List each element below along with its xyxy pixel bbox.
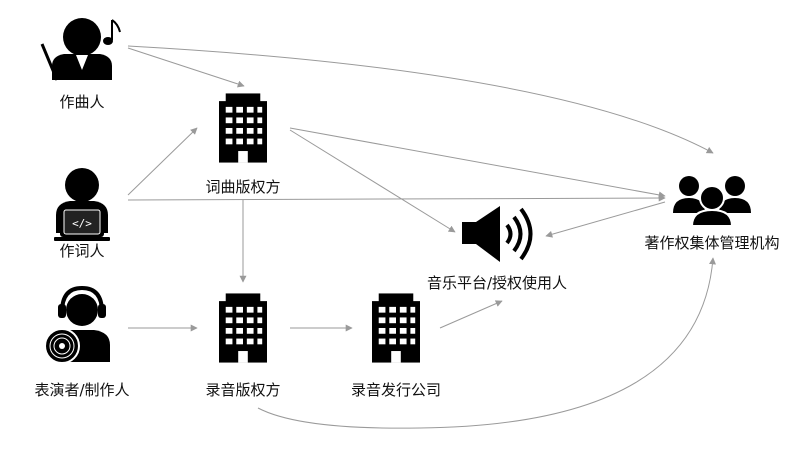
arrow-composer-to-collective-org [127,45,714,154]
arrow-lyrics-rights-to-collective-org [289,127,666,199]
composer-label: 作曲人 [59,93,105,111]
arrow-lyricist-to-collective-org [127,194,666,202]
arrow-composer-to-lyrics-rights [127,47,245,88]
lyricist-label: 作词人 [59,242,105,260]
person-laptop-icon: </> [54,168,110,241]
collective-org-label: 著作权集体管理机构 [644,234,780,252]
music-platform-label: 音乐平台/授权使用人 [426,274,568,292]
arrows [127,45,716,429]
lyrics-rights-building-icon [219,93,267,163]
recording-rights-building-icon [219,293,267,363]
arrow-label-to-platform [439,300,503,329]
speaker-sound-icon [462,206,533,262]
arrow-lyricist-to-lyrics-rights [127,127,198,196]
arrow-lyrics-rights-to-platform [289,129,456,233]
record-label-label: 录音发行公司 [350,381,442,399]
record-label-building-icon [372,293,420,363]
people-group-icon [673,176,751,227]
performer-label: 表演者/制作人 [34,381,130,399]
arrow-recording-rights-to-collective-org [257,257,716,429]
recording-rights-holder-label: 录音版权方 [205,381,281,399]
conductor-person-icon [40,18,121,81]
lyrics-rights-holder-label: 词曲版权方 [205,178,281,196]
person-headphones-disc-icon [44,285,110,364]
svg-text:</>: </> [72,217,92,230]
arrow-collective-org-to-platform [545,201,666,238]
